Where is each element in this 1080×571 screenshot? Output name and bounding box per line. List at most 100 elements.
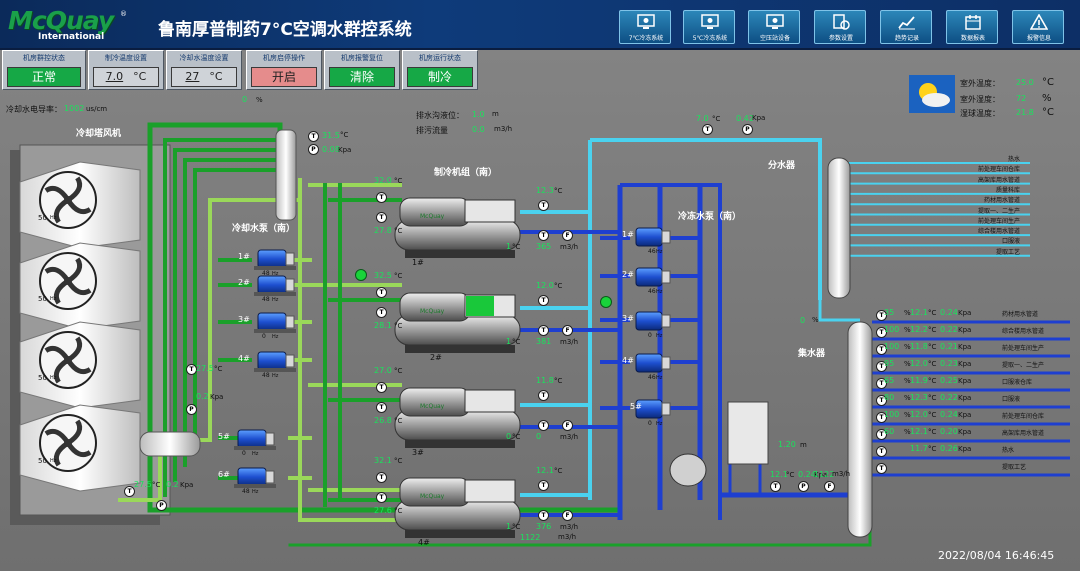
return-branch-temp: 12.3 bbox=[910, 393, 928, 402]
return-branch-temp: 11.7 bbox=[910, 444, 928, 453]
panel-title: 冷却水温度设置 bbox=[179, 54, 229, 62]
cooling-temp-value: 27 bbox=[185, 70, 200, 83]
calendar-icon bbox=[964, 14, 982, 30]
supply-branch-name: 前处理车间仓库 bbox=[977, 166, 1020, 174]
cooling-tower-fans bbox=[19, 161, 141, 492]
temp-sensor-icon: T bbox=[376, 212, 387, 223]
fan-hz-unit: Hz bbox=[50, 215, 57, 221]
supply-branch-name: 药材用水管道 bbox=[983, 197, 1020, 205]
pipe-tower-top bbox=[147, 122, 283, 143]
return-branch-valve-unit: % bbox=[904, 411, 911, 419]
cooling-temp-field[interactable]: 27°C bbox=[171, 67, 237, 87]
valve-icon[interactable] bbox=[355, 269, 367, 281]
chilled-pump-number: 5# bbox=[630, 402, 642, 411]
return-branch-temp: 12.0 bbox=[910, 359, 928, 368]
cooling-pump[interactable] bbox=[254, 275, 296, 296]
chiller-load-value: 1 bbox=[506, 242, 512, 251]
chiller-control-panel bbox=[464, 479, 516, 503]
temp-sensor-icon: T bbox=[876, 361, 887, 372]
nav-button-1[interactable]: 7℃冷冻系统 bbox=[619, 10, 671, 44]
chilled-pump-hz: 46 bbox=[648, 288, 656, 295]
chiller-number: 1# bbox=[412, 258, 424, 267]
temp-sensor-icon: T bbox=[376, 307, 387, 318]
chiller-load-unit: °C bbox=[512, 523, 521, 531]
return-branch-name: 综合楼用水管道 bbox=[1002, 328, 1045, 335]
cooling-pump-hz-unit: Hz bbox=[252, 451, 259, 457]
chilled-pump-number: 2# bbox=[622, 270, 634, 279]
alarm-reset-button[interactable]: 清除 bbox=[329, 67, 395, 87]
pipe-cooling-verticals bbox=[323, 183, 342, 507]
return-branch-name: 口服液仓库 bbox=[1002, 379, 1033, 386]
cooling-header-vertical bbox=[275, 129, 297, 221]
nav-button-2[interactable]: 5℃冷冻系统 bbox=[683, 10, 735, 44]
chiller-flow-value: 365 bbox=[536, 242, 552, 251]
mid-temp-value: 27.5 bbox=[196, 364, 214, 373]
cooling-pump-number: 4# bbox=[238, 354, 250, 363]
return-branch-name: 提取工艺 bbox=[1002, 464, 1027, 471]
nav-button-5[interactable]: 趋势记录 bbox=[880, 10, 932, 44]
return-branch-pressure: 0.25 bbox=[940, 376, 958, 385]
return-branch-temp-unit: °C bbox=[928, 394, 937, 402]
temp-sensor-icon: T bbox=[876, 463, 887, 474]
return-branch-valve-pct: 100 bbox=[884, 342, 900, 351]
cooling-pump[interactable] bbox=[234, 429, 276, 450]
conductivity-label: 冷却水电导率： bbox=[6, 105, 62, 114]
cooling-pump[interactable] bbox=[254, 249, 296, 270]
nav-button-7[interactable]: 报警信息 bbox=[1012, 10, 1064, 44]
chilled-pump[interactable] bbox=[635, 353, 671, 373]
chiller-unit[interactable]: McQuay bbox=[394, 477, 521, 538]
chilled-pump[interactable] bbox=[635, 227, 671, 247]
chiller-compressor bbox=[399, 387, 471, 417]
chiller-flow-unit: m3/h bbox=[560, 338, 579, 346]
valve-icon[interactable] bbox=[600, 296, 612, 308]
cooling-pump[interactable] bbox=[234, 467, 276, 488]
temp-sensor-icon: T bbox=[376, 472, 387, 483]
datetime-display: 2022/08/04 16:46:45 bbox=[938, 549, 1055, 562]
cooling-pump[interactable] bbox=[254, 351, 296, 372]
trend-icon bbox=[898, 14, 916, 30]
chilled-pump-hz: 46 bbox=[648, 374, 656, 381]
return-branch-valve-unit: % bbox=[904, 377, 911, 385]
chilled-pump-hz-unit: Hz bbox=[656, 421, 663, 427]
return-branch-pressure: 0.26 bbox=[940, 444, 958, 453]
wetbulb-value: 21.8 bbox=[1016, 108, 1034, 117]
pump-head bbox=[285, 252, 295, 266]
return-branch-temp-unit: °C bbox=[928, 377, 937, 385]
chilled-pump[interactable] bbox=[635, 267, 671, 287]
chiller-unit[interactable]: McQuay bbox=[394, 292, 521, 353]
chiller-cond-out-value: 26.8 bbox=[374, 416, 392, 425]
chiller-compressor bbox=[399, 477, 471, 507]
tower-pressure-value: 0.08 bbox=[322, 145, 340, 154]
chiller-status-indicator bbox=[466, 296, 494, 316]
expansion-tank bbox=[669, 453, 707, 487]
nav-button-4[interactable]: 参数设置 bbox=[814, 10, 866, 44]
supply-branch-name: 高架库用水管道 bbox=[977, 176, 1020, 184]
cooling-pumps bbox=[234, 249, 296, 488]
conductivity-value: 1002 bbox=[64, 104, 85, 113]
pump-base bbox=[234, 446, 276, 450]
temp-sensor-icon: T bbox=[702, 124, 713, 135]
start-button[interactable]: 开启 bbox=[251, 67, 317, 87]
supply-temp-unit: °C bbox=[712, 115, 721, 123]
return-branch-pressure-unit: Kpa bbox=[958, 428, 972, 436]
chilled-pump[interactable] bbox=[635, 399, 671, 419]
supply-branch-name: 热水 bbox=[1007, 156, 1020, 163]
chiller-evap-in-value: 12.0 bbox=[536, 281, 554, 290]
temp-sensor-icon: T bbox=[124, 486, 135, 497]
chiller-unit[interactable]: McQuay bbox=[394, 197, 521, 258]
warning-icon bbox=[1029, 13, 1049, 30]
drain-flow-label: 排污流量 bbox=[416, 126, 448, 135]
return-branch-temp-unit: °C bbox=[928, 326, 937, 334]
fan-hub bbox=[64, 439, 72, 447]
cooling-pump[interactable] bbox=[254, 312, 296, 333]
nav-button-3[interactable]: 空压站设备 bbox=[748, 10, 800, 44]
nav-button-6[interactable]: 数据报表 bbox=[946, 10, 998, 44]
chilled-temp-field[interactable]: 7.0°C bbox=[93, 67, 159, 87]
chiller-unit[interactable]: McQuay bbox=[394, 387, 521, 448]
pump-head bbox=[661, 314, 671, 328]
pipe-bottom-green bbox=[288, 528, 872, 547]
chiller-flow-value: 0 bbox=[536, 432, 542, 441]
chilled-pump[interactable] bbox=[635, 311, 671, 331]
chiller-flow-value: 381 bbox=[536, 337, 552, 346]
settings-icon bbox=[832, 14, 850, 30]
